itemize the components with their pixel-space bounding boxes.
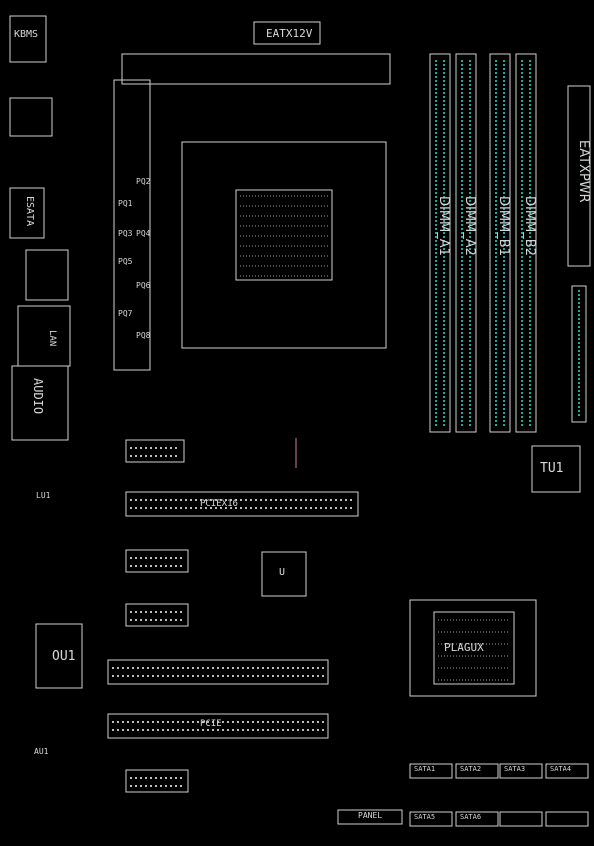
eatx12v-label: EATX12V bbox=[266, 27, 313, 40]
audio-connector bbox=[11, 365, 69, 441]
phase-label: PQ8 bbox=[136, 331, 151, 340]
chip-ou1 bbox=[35, 623, 83, 689]
sata-8 bbox=[545, 811, 589, 827]
pch-outline bbox=[409, 599, 537, 697]
usb-connector-mid bbox=[17, 305, 71, 367]
phase-label: PQ2 bbox=[136, 177, 151, 186]
panel-header bbox=[337, 809, 403, 825]
dimm-b1-slot bbox=[489, 53, 511, 433]
sata-label: SATA2 bbox=[460, 765, 482, 773]
chip-ou1-label: OU1 bbox=[52, 649, 76, 664]
dimm-pin-rows bbox=[435, 60, 580, 426]
eatxpwr-connector bbox=[567, 85, 591, 267]
phase-label: PQ3 bbox=[118, 229, 133, 238]
sata-1 bbox=[409, 763, 453, 779]
pciex-label: PCIEX16 bbox=[200, 499, 238, 509]
sata-5 bbox=[409, 811, 453, 827]
vrm-column bbox=[113, 79, 151, 371]
eatx12v-connector bbox=[253, 21, 321, 45]
pciex16-slot-3 bbox=[107, 713, 329, 739]
sata-2 bbox=[455, 763, 499, 779]
phase-label: PQ5 bbox=[118, 257, 133, 266]
pcie-label: PCIE bbox=[200, 719, 222, 729]
phase-label: PQ4 bbox=[136, 229, 151, 238]
sata-6 bbox=[455, 811, 499, 827]
esata-label: ESATA bbox=[24, 196, 35, 227]
chip-au1-label: AU1 bbox=[34, 747, 49, 756]
phase-label: PQ7 bbox=[118, 309, 133, 318]
pch-chip bbox=[433, 611, 515, 685]
side-header bbox=[571, 285, 587, 423]
chip-lu1-label: LU1 bbox=[36, 491, 51, 500]
dimm-a1-label: DIMM_A1 bbox=[436, 196, 451, 256]
pcie-x1-slot-4 bbox=[125, 769, 189, 793]
dimm-b1-label: DIMM_B1 bbox=[496, 196, 511, 256]
ball-grid bbox=[240, 195, 510, 681]
chip-u-label: U bbox=[279, 567, 286, 578]
phase-label: PQ6 bbox=[136, 281, 151, 290]
sata-label: SATA1 bbox=[414, 765, 436, 773]
chip-tu1 bbox=[531, 445, 581, 493]
eatxpwr-label: EATXPWR bbox=[576, 140, 591, 203]
pcie-x1-slot-3 bbox=[125, 603, 189, 627]
sata-3 bbox=[499, 763, 543, 779]
sata-7 bbox=[499, 811, 543, 827]
chip-tu1-label: TU1 bbox=[540, 461, 564, 476]
sata-label: SATA6 bbox=[460, 813, 482, 821]
kbms-connector bbox=[9, 15, 47, 63]
sata-4 bbox=[545, 763, 589, 779]
cpu-socket bbox=[181, 141, 387, 349]
usb-connector-top bbox=[9, 97, 53, 137]
pcie-pin-rows bbox=[112, 447, 354, 787]
sata-label: SATA4 bbox=[550, 765, 572, 773]
sata-label: SATA3 bbox=[504, 765, 526, 773]
dimm-b2-slot bbox=[515, 53, 537, 433]
panel-label: PANEL bbox=[358, 811, 383, 820]
phase-label: PQ1 bbox=[118, 199, 133, 208]
esata-connector bbox=[9, 187, 45, 239]
audio-label: AUDIO bbox=[31, 378, 45, 415]
cpu-pad-array bbox=[235, 189, 333, 281]
pciex16-slot-1 bbox=[125, 491, 359, 517]
pch-label: PLAGUX bbox=[444, 641, 484, 654]
power-stage-row bbox=[121, 53, 391, 85]
lan-connector bbox=[25, 249, 69, 301]
pcie-x1-slot-1 bbox=[125, 439, 185, 463]
dimm-a1-slot bbox=[429, 53, 451, 433]
dimm-b2-label: DIMM_B2 bbox=[522, 196, 537, 256]
pciex16-slot-2 bbox=[107, 659, 329, 685]
kbms-label: KBMS bbox=[14, 29, 39, 40]
dimm-a2-label: DIMM_A2 bbox=[462, 196, 477, 256]
chip-u bbox=[261, 551, 307, 597]
lan-label: LAN bbox=[47, 330, 57, 347]
pcie-x1-slot-2 bbox=[125, 549, 189, 573]
sata-label: SATA5 bbox=[414, 813, 436, 821]
dimm-a2-slot bbox=[455, 53, 477, 433]
